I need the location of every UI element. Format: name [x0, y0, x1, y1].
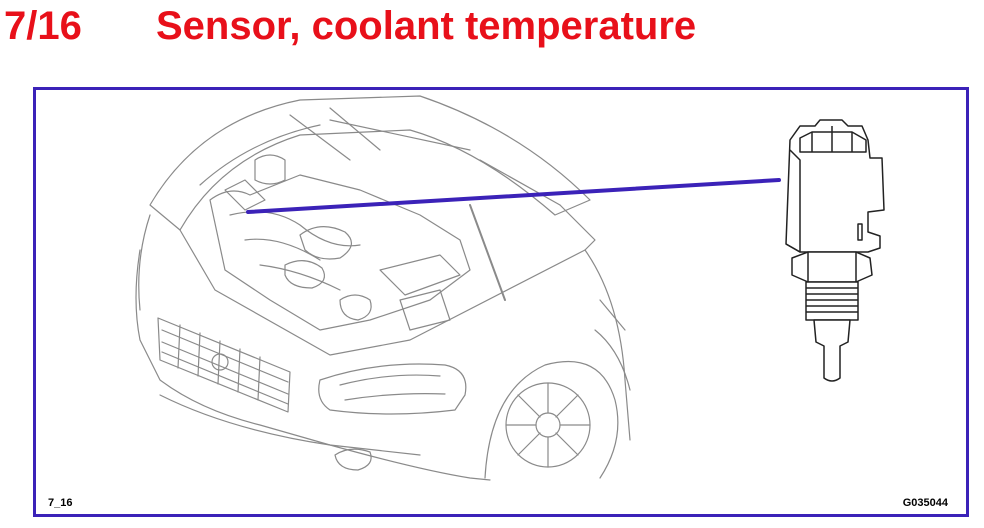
figure-code-right: G035044 — [902, 497, 948, 509]
figure-frame — [33, 87, 969, 517]
car-drawing — [135, 95, 631, 481]
pointer-line — [246, 178, 781, 214]
figure-number: 7/16 — [4, 4, 82, 48]
sensor-drawing — [785, 119, 885, 382]
figure-code-left: 7_16 — [48, 497, 73, 509]
figure-title: Sensor, coolant temperature — [156, 4, 697, 48]
